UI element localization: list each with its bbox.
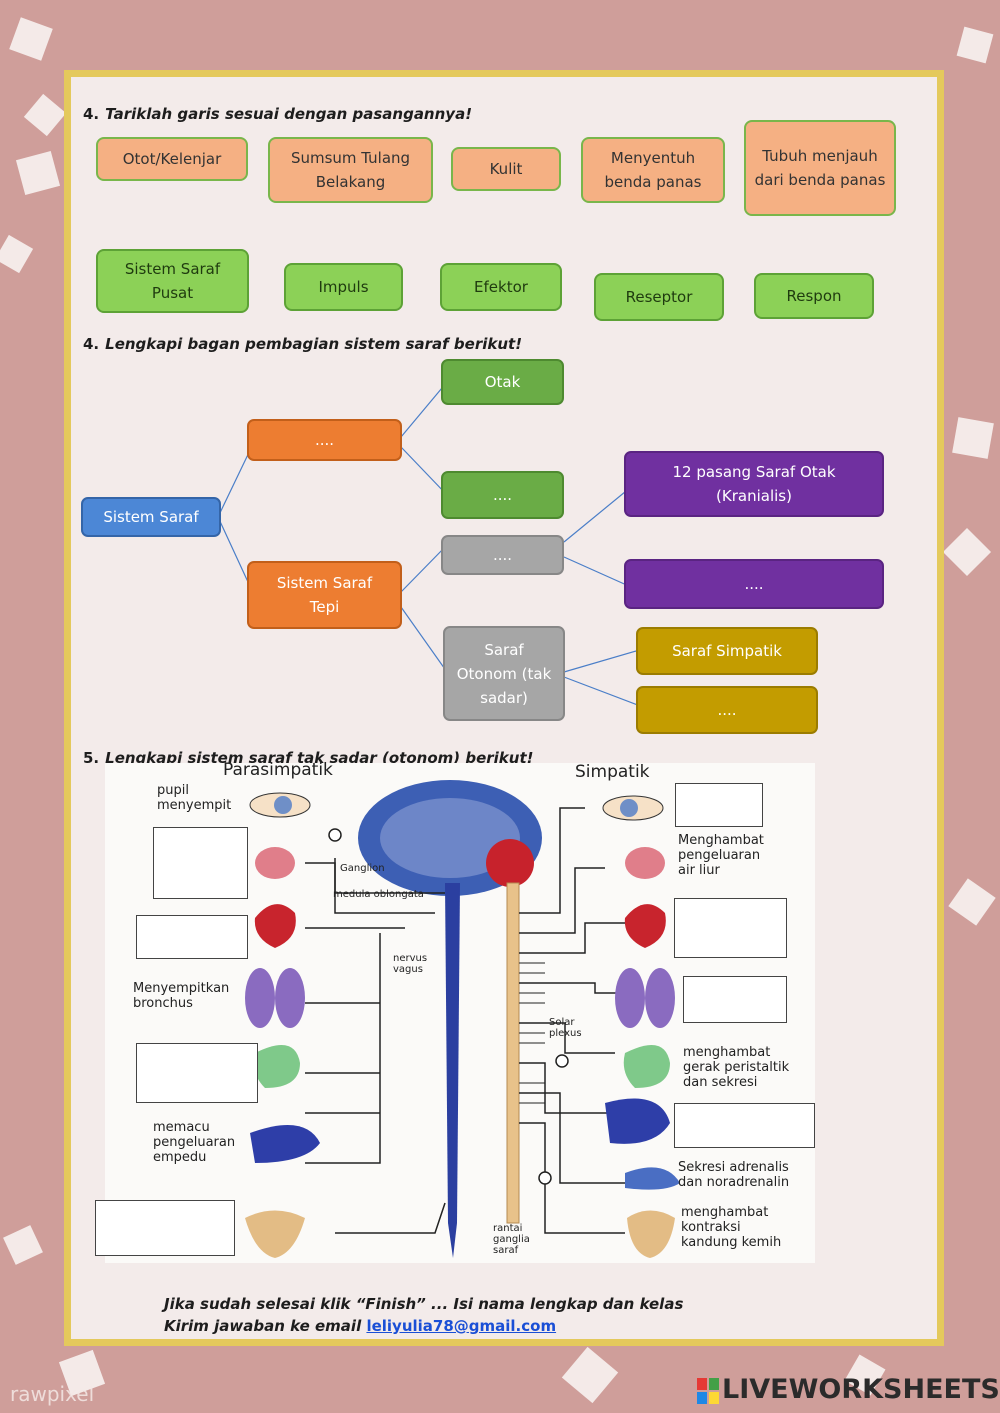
match-heading: 4. Tariklah garis sesuai dengan pasangann… [83, 105, 472, 123]
logo-tile-l [697, 1378, 707, 1390]
footer-email-prefix: Kirim jawaban ke email [164, 1317, 367, 1335]
chart-node-kranial: 12 pasang Saraf Otak (Kranialis) [624, 451, 884, 517]
match-card-efektor[interactable]: Efektor [440, 263, 562, 311]
confetti-square [0, 234, 34, 274]
logo-tile-i [709, 1378, 719, 1390]
label-simpatik: Simpatik [575, 762, 650, 782]
answer-box-right-3[interactable] [683, 976, 787, 1023]
bladder-left-illustration [245, 1210, 305, 1258]
liveworksheets-logo [697, 1378, 719, 1404]
confetti-square [23, 93, 67, 137]
answer-box-right-2[interactable] [674, 898, 787, 958]
footer-email-link[interactable]: leliyulia78@gmail.com [366, 1317, 557, 1335]
label-solar: Solar plexus [549, 1017, 582, 1039]
solar-plexus-node [555, 1054, 569, 1068]
otonom-illustration [245, 780, 680, 1258]
match-card-respon[interactable]: Respon [754, 273, 874, 319]
liveworksheets-brand[interactable]: LIVEWORKSHEETS [722, 1374, 1000, 1405]
chart-connector-lines [217, 381, 644, 708]
answer-box-left-4[interactable] [95, 1200, 235, 1256]
chart-node-otak: Otak [441, 359, 564, 405]
match-card-ssp[interactable]: Sistem Saraf Pusat [96, 249, 249, 313]
ganglion-node [328, 828, 342, 842]
chart-node-simpatik: Saraf Simpatik [636, 627, 818, 675]
liver-right-illustration [605, 1098, 670, 1144]
answer-box-left-3[interactable] [136, 1043, 258, 1103]
liver-left-illustration [250, 1125, 320, 1163]
confetti-square [561, 1346, 619, 1404]
chart-node-sistem-saraf: Sistem Saraf [81, 497, 221, 537]
label-ganglion: Ganglion [340, 863, 385, 874]
confetti-square [942, 527, 992, 577]
label-medula: medula oblongata [333, 889, 424, 900]
cerebellum-illustration [486, 839, 534, 887]
match-card-otot[interactable]: Otot/Kelenjar [96, 137, 248, 181]
chart-heading: 4. Lengkapi bagan pembagian sistem saraf … [83, 335, 522, 353]
lung-right-illustration [615, 968, 645, 1028]
rawpixel-watermark: rawpixel [10, 1382, 95, 1406]
footer-line-2: Kirim jawaban ke email leliyulia78@gmail… [164, 1317, 556, 1335]
heart-right-illustration [624, 904, 666, 948]
logo-tile-v [697, 1392, 707, 1404]
heart-left-illustration [254, 904, 296, 948]
answer-box-right-4[interactable] [674, 1103, 815, 1148]
confetti-square [948, 878, 996, 926]
stomach-right-illustration [623, 1045, 670, 1088]
footer-line-1: Jika sudah selesai klik “Finish” ... Isi… [164, 1295, 684, 1313]
label-empedu: memacu pengeluaran empedu [153, 1120, 236, 1165]
confetti-square [3, 1225, 43, 1265]
chart-node-otonom: Saraf Otonom (tak sadar) [443, 626, 565, 721]
otonom-diagram: Parasimpatik Simpatik pupil menyempit Ga… [95, 760, 815, 1263]
confetti-square [956, 26, 994, 64]
match-number: 4. [83, 105, 100, 123]
label-bronchus: Menyempitkan bronchus [133, 981, 230, 1011]
diagram-number: 5. [83, 749, 100, 767]
match-card-sumsum[interactable]: Sumsum Tulang Belakang [268, 137, 433, 203]
match-card-reseptor[interactable]: Reseptor [594, 273, 724, 321]
answer-box-left-2[interactable] [136, 915, 248, 959]
label-pupil: pupil menyempit [157, 783, 232, 813]
answer-box-right-1[interactable] [675, 783, 763, 827]
parasympathetic-nerves [305, 858, 446, 1234]
confetti-square [952, 417, 994, 459]
lung-left-illustration [245, 968, 275, 1028]
match-card-tubuh[interactable]: Tubuh menjauh dari benda panas [744, 120, 896, 216]
adrenal-illustration [625, 1167, 680, 1190]
label-peristaltik: menghambat gerak peristaltik dan sekresi [683, 1045, 790, 1090]
label-rantai: rantai ganglia saraf [493, 1223, 530, 1256]
answer-box-left-1[interactable] [153, 827, 248, 899]
diagram-heading: 5. Lengkapi sistem saraf tak sadar (otono… [83, 749, 533, 767]
spinal-cord [445, 883, 460, 1258]
chart-node-kranial-blank[interactable]: .... [624, 559, 884, 609]
chart-number: 4. [83, 335, 100, 353]
logo-tile-e [709, 1392, 719, 1404]
confetti-square [15, 150, 61, 196]
sympathetic-nerves [519, 807, 625, 1234]
chart-node-tepi: Sistem Saraf Tepi [247, 561, 402, 629]
label-kandung: menghambat kontraksi kandung kemih [681, 1205, 782, 1250]
chart-node-sadar-blank[interactable]: .... [441, 535, 564, 575]
gland-right-illustration [625, 847, 665, 879]
diagram-instruction: Lengkapi sistem saraf tak sadar (otonom)… [105, 749, 534, 767]
label-nervus: nervus vagus [393, 953, 428, 975]
chart-node-pusat-blank2[interactable]: .... [441, 471, 564, 519]
bladder-right-illustration [627, 1210, 675, 1258]
sympathetic-chain [506, 882, 520, 1224]
chart-instruction: Lengkapi bagan pembagian sistem saraf be… [105, 335, 523, 353]
match-card-impuls[interactable]: Impuls [284, 263, 403, 311]
stomach-left-illustration [253, 1045, 300, 1088]
label-parasimpatik: Parasimpatik [223, 760, 333, 780]
match-instruction: Tariklah garis sesuai dengan pasangannya… [105, 105, 473, 123]
label-menghambat-liur: Menghambat pengeluaran air liur [678, 833, 764, 878]
match-card-kulit[interactable]: Kulit [451, 147, 561, 191]
chart-node-pusat-blank[interactable]: .... [247, 419, 402, 461]
label-adrenalin: Sekresi adrenalis dan noradrenalin [678, 1160, 790, 1190]
chart-node-simpatik-blank[interactable]: .... [636, 686, 818, 734]
match-card-menyentuh[interactable]: Menyentuh benda panas [581, 137, 725, 203]
gland-left-illustration [255, 847, 295, 879]
confetti-square [9, 17, 53, 61]
